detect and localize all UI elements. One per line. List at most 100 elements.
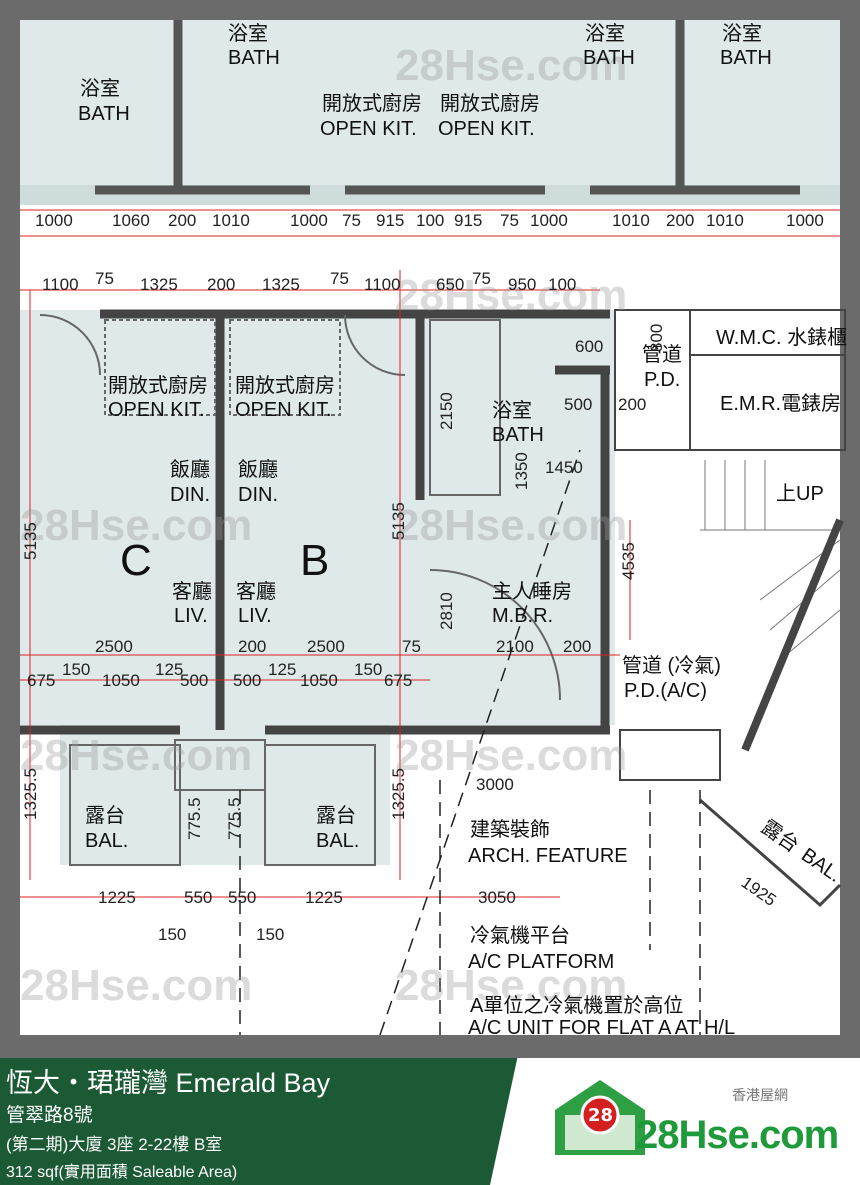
- ac-platform-cn: 冷氣機平台: [470, 924, 570, 947]
- dim-text: 1050: [102, 671, 140, 690]
- room-labels: 浴室 BATH 浴室 BATH 浴室 BATH 浴室 BATH 開放式廚房 OP…: [78, 22, 847, 1039]
- dim-text: 1450: [545, 458, 583, 477]
- balcony-label-cn: 露台: [85, 804, 125, 827]
- pd-ac-label-en: P.D.(A/C): [624, 680, 707, 702]
- dim-text: 1050: [300, 671, 338, 690]
- dim-text: 3000: [476, 775, 514, 794]
- dim-text: 800: [647, 324, 666, 352]
- core-stairs: [614, 309, 846, 908]
- logo-subtitle: 香港屋網: [732, 1088, 788, 1104]
- dim-text: 200: [207, 275, 235, 294]
- pd-label-en: P.D.: [644, 369, 680, 391]
- kitchen-label-cn: 開放式廚房: [235, 373, 335, 397]
- dim-text: 1000: [290, 211, 328, 230]
- bath-label-en: BATH: [78, 103, 130, 125]
- dim-text: 125: [268, 660, 296, 679]
- dimension-lines: [20, 270, 631, 898]
- dim-text: 100: [548, 275, 576, 294]
- dim-text: 775.5: [185, 797, 204, 840]
- pd-ac-label-cn: 管道 (冷氣): [622, 654, 721, 677]
- dim-text: 1010: [212, 211, 250, 230]
- dim-text: 2150: [437, 392, 456, 430]
- dim-text: 500: [564, 395, 592, 414]
- bath-label-en: BATH: [228, 47, 280, 69]
- mbr-label-en: M.B.R.: [492, 605, 553, 627]
- dim-text: 2100: [496, 637, 534, 656]
- footer: 28 恆大・珺瓏灣 Emerald Bay 管翠路8號 (第二期)大廈 3座 2…: [0, 1055, 860, 1185]
- bath-label-cn: 浴室: [228, 22, 268, 45]
- floor-plan: 28Hse.com 28Hse.com 28Hse.com 28Hse.com …: [20, 20, 847, 1039]
- dim-text: 675: [27, 671, 55, 690]
- watermark: 28Hse.com: [395, 271, 627, 320]
- living-label-cn: 客廳: [172, 580, 212, 603]
- dim-text: 1325: [140, 275, 178, 294]
- dim-text: 75: [95, 269, 114, 288]
- dim-text: 3050: [478, 888, 516, 907]
- dim-text: 200: [666, 211, 694, 230]
- dim-text: 5135: [21, 522, 40, 560]
- living-label-cn: 客廳: [236, 580, 276, 603]
- kitchen-label-cn: 開放式廚房: [108, 373, 208, 397]
- dim-text: 5135: [389, 502, 408, 540]
- leader-lines: [239, 449, 701, 1036]
- dim-text: 200: [563, 637, 591, 656]
- dim-text: 1225: [305, 888, 343, 907]
- bath-label-en: BATH: [720, 47, 772, 69]
- living-label-en: LIV.: [174, 605, 208, 627]
- wmc-label: W.M.C. 水錶櫃: [716, 326, 847, 349]
- bath-label-en: BATH: [583, 47, 635, 69]
- unit-info: (第二期)大廈 3座 2-22樓 B室: [6, 1135, 223, 1154]
- dim-text: 200: [168, 211, 196, 230]
- logo-text[interactable]: 28Hse.com: [636, 1113, 839, 1157]
- dim-text: 1010: [706, 211, 744, 230]
- dim-text: 500: [233, 671, 261, 690]
- dim-text: 4535: [619, 542, 638, 580]
- dining-label-cn: 飯廳: [238, 458, 278, 481]
- dim-text: 75: [500, 211, 519, 230]
- watermark: 28Hse.com: [395, 961, 627, 1010]
- dim-text: 150: [158, 925, 186, 944]
- dim-text: 915: [376, 211, 404, 230]
- dim-text: 1325.5: [21, 768, 40, 820]
- watermark: 28Hse.com: [20, 501, 252, 550]
- unit-c-label: C: [120, 536, 152, 585]
- dim-text: 1060: [112, 211, 150, 230]
- dining-label-en: DIN.: [170, 484, 210, 506]
- kitchen-label-en: OPEN KIT.: [438, 118, 535, 140]
- dim-text: 150: [354, 660, 382, 679]
- unit-walls: [20, 309, 615, 866]
- balcony-label-cn: 露台: [316, 804, 356, 827]
- dim-text: 75: [402, 637, 421, 656]
- dim-text: 550: [184, 888, 212, 907]
- dim-text: 125: [155, 660, 183, 679]
- dim-text: 1100: [42, 275, 79, 294]
- footer-banner: [0, 1055, 860, 1185]
- dim-text: 1000: [530, 211, 568, 230]
- bath-label-en: BATH: [492, 424, 544, 446]
- dim-text: 2500: [95, 637, 133, 656]
- dim-text: 1010: [612, 211, 650, 230]
- arch-feature-cn: 建築裝飾: [470, 818, 550, 841]
- logo-house-icon: [555, 1080, 645, 1155]
- dim-text: 650: [436, 275, 464, 294]
- watermark: 28Hse.com: [20, 731, 252, 780]
- bath-label-cn: 浴室: [492, 399, 532, 422]
- dim-text: 75: [330, 269, 349, 288]
- kitchen-label-cn: 開放式廚房: [440, 91, 540, 115]
- watermark: 28Hse.com: [395, 501, 627, 550]
- living-label-en: LIV.: [238, 605, 272, 627]
- pd-label-cn: 管道: [642, 343, 682, 366]
- dim-text: 550: [228, 888, 256, 907]
- dim-text: 1225: [98, 888, 136, 907]
- dim-text: 150: [62, 660, 90, 679]
- dim-text: 675: [384, 671, 412, 690]
- dim-text: 500: [180, 671, 208, 690]
- dim-text: 1000: [35, 211, 73, 230]
- dim-text: 200: [618, 395, 646, 414]
- saleable-area: 312 sqf(實用面積 Saleable Area): [6, 1164, 238, 1181]
- dim-text: 1100: [364, 275, 401, 294]
- mbr-label-cn: 主人睡房: [492, 580, 572, 603]
- dining-label-en: DIN.: [238, 484, 278, 506]
- watermark: 28Hse.com: [395, 731, 627, 780]
- dim-text: 1350: [512, 452, 531, 490]
